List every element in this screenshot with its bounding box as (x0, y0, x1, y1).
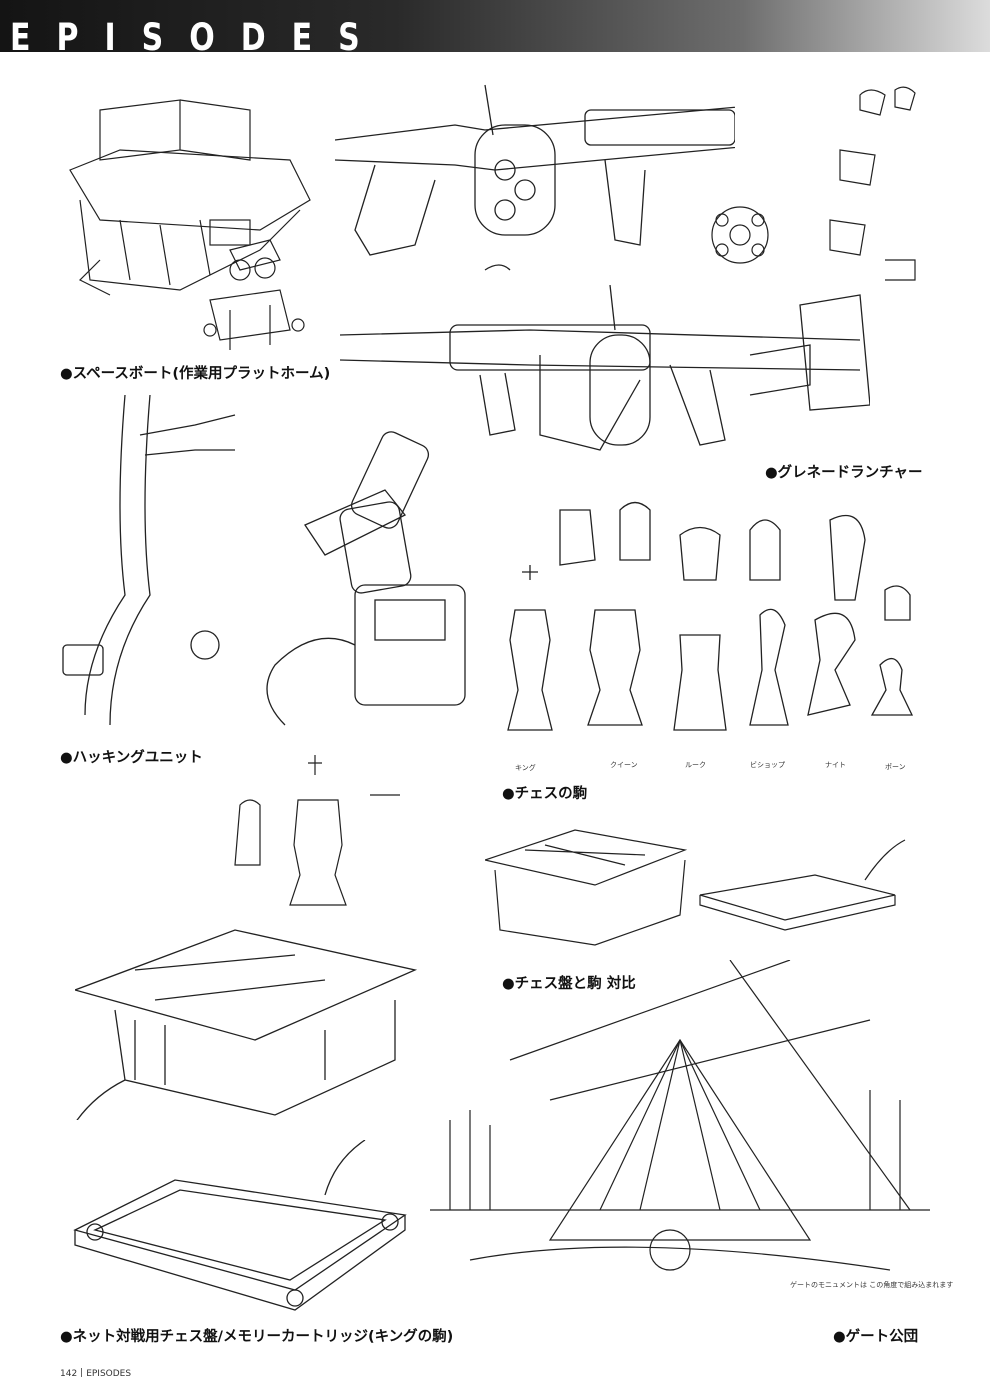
grenade-launcher-stock-sketch (340, 285, 870, 480)
label-rook: ルーク (685, 761, 706, 769)
master-chess-board-sketch (75, 910, 425, 1120)
label-queen: クイーン (610, 761, 638, 769)
caption-chess-compare: ●チェス盤と駒 対比 (502, 976, 636, 992)
caption-grenade: ●グレネードランチャー (765, 465, 923, 481)
header-band (0, 0, 990, 52)
caption-net-chess: ●ネット対戦用チェス盤/メモリーカートリッジ(キングの駒) (60, 1329, 454, 1345)
king-cartridge-sketch (220, 745, 420, 915)
caption-chess-pieces: ●チェスの駒 (502, 786, 588, 802)
net-chess-board-sketch (65, 1140, 415, 1320)
caption-hacking: ●ハッキングユニット (60, 750, 203, 766)
page-footer: 142 EPISODES (60, 1368, 131, 1379)
page-header-title: EPISODES (10, 16, 386, 60)
caption-spaceboat: ●スペースボート(作業用プラットホーム) (60, 366, 331, 382)
gate-park-sketch (430, 960, 930, 1310)
grenade-detail-sketch (710, 75, 930, 285)
label-knight: ナイト (825, 761, 846, 769)
gate-note: ゲートのモニュメントは この角度で組み込まれます (790, 1281, 954, 1289)
grenade-launcher-side-sketch (335, 70, 735, 280)
label-king: キング (515, 764, 536, 772)
label-bishop: ビショップ (750, 761, 785, 769)
hacking-unit-sketch (45, 395, 485, 745)
spaceboat-sketch (60, 80, 330, 360)
chess-pieces-sketch (490, 490, 930, 770)
footer-separator (81, 1368, 83, 1377)
label-pawn: ポーン (885, 763, 906, 771)
footer-section: EPISODES (86, 1369, 132, 1379)
chess-board-compare-sketch (485, 820, 915, 960)
caption-gate-park: ●ゲート公団 (833, 1329, 919, 1345)
page-number: 142 (60, 1369, 78, 1379)
